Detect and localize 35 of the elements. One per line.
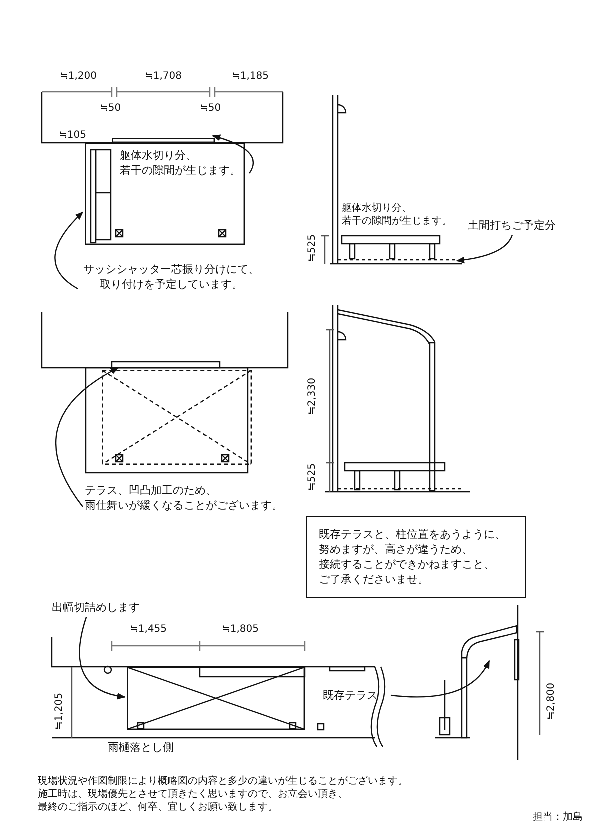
dimension-label: ≒50 — [100, 103, 122, 115]
staff-name: 担当：加島 — [533, 812, 583, 824]
dimension-label: ≒105 — [59, 130, 86, 142]
dimension-label: ≒2,330 — [307, 378, 319, 415]
window-frame — [112, 138, 215, 143]
leader-arrow — [54, 212, 84, 290]
speech-bubble: 既存テラスと、柱位置をあうように、努めますが、高さが違うため、接続することができかねますこと、ご了承くださいませ。 — [306, 516, 526, 598]
dimension-label: ≒1,200 — [60, 71, 98, 83]
terrace-outline — [127, 667, 305, 730]
annotation-text: 躯体水切り分、若干の隙間が生じます。 — [120, 148, 248, 178]
leader-arrow — [56, 367, 120, 508]
note-text: 躯体水切り分、若干の隙間が生じます。 — [342, 202, 453, 228]
dimension-label: ≒1,185 — [232, 71, 270, 83]
dimension-label: ≒50 — [200, 103, 222, 115]
dimension-label: ≒1,205 — [54, 692, 66, 730]
annotation-text: テラス、凹凸加工のため、雨仕舞いが緩くなることがございます。 — [85, 483, 290, 513]
leader-arrow — [390, 660, 490, 698]
disclaimer-text: 現場状況や作図制限により概略図の内容と多少の違いが生じることがございます。施工時は、現場優先とさせて頂きたく思いますので、お立会い頂き、最終のご指示のほど、何卒、宜しくお願い致します。 — [38, 775, 409, 814]
leader-arrow — [79, 616, 126, 700]
annotation-text: 出幅切詰めします — [52, 600, 151, 615]
dimension-label: ≒525 — [307, 234, 319, 262]
existing-terrace-roof-drawing — [461, 625, 518, 659]
dimension-label: ≒1,708 — [145, 71, 182, 83]
leader-arrow — [212, 134, 254, 174]
annotation-text: 土間打ちご予定分 — [468, 218, 567, 233]
annotation-text: サッシシャッター芯振り分けにて、取り付けを予定しています。 — [80, 262, 263, 292]
dimension-label: ≒2,800 — [546, 682, 558, 720]
terrace-outline — [85, 143, 245, 245]
dimension-label: ≒1,455 — [130, 624, 168, 636]
leader-arrow — [456, 234, 514, 264]
dimension-label: ≒525 — [307, 464, 319, 491]
dimension-label: ≒1,805 — [222, 624, 260, 636]
note-text: 雨樋落とし側 — [108, 742, 174, 754]
terrace-roof-outline — [102, 370, 252, 465]
annotation-text: 既存テラス — [323, 688, 389, 703]
